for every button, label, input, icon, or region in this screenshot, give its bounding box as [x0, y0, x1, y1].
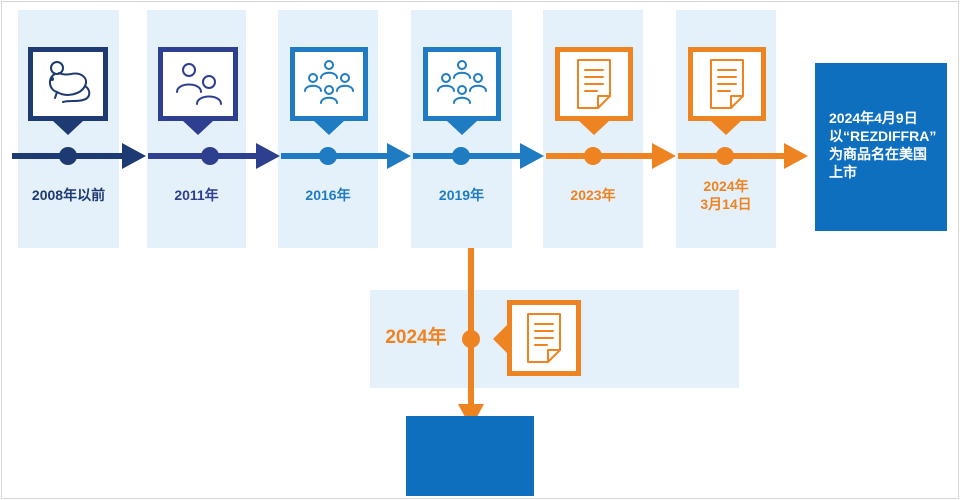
- card-pointer-2019: [447, 121, 477, 135]
- branch-arrow-line: [468, 248, 474, 406]
- milestone-card-2023: [555, 47, 633, 121]
- lab-rat-icon: [33, 52, 103, 116]
- group-people-icon: [428, 52, 496, 116]
- document-icon: [512, 305, 576, 371]
- milestone-card-2016: [290, 47, 368, 121]
- arrow-head-3: [387, 143, 411, 169]
- us-launch-box: 2024年4月9日 以“REZDIFFRA” 为商品名在美国 上市: [815, 63, 947, 231]
- milestone-label-2008: 2008年以前: [31, 187, 106, 203]
- milestone-card-2008: [28, 47, 108, 121]
- arrow-head-2: [256, 143, 280, 169]
- timeline-dot-2024-mar: [716, 147, 734, 165]
- arrow-head-1: [122, 143, 146, 169]
- arrow-head-6: [784, 143, 808, 169]
- milestone-label-2023: 2023年: [570, 187, 616, 203]
- us-launch-line-2: 以“REZDIFFRA”: [829, 128, 937, 144]
- card-pointer-2011: [183, 121, 213, 135]
- branch-label-2024: 2024年: [385, 327, 447, 348]
- timeline-dot-2011: [201, 147, 219, 165]
- us-launch-line-1: 2024年4月9日: [829, 110, 918, 126]
- milestone-label-2024-mar-year: 2024年: [703, 178, 749, 194]
- us-launch-line-3: 为商品名在美国: [829, 146, 927, 162]
- arrow-head-5: [652, 143, 676, 169]
- card-pointer-2024-mar: [711, 121, 741, 135]
- document-icon: [693, 52, 761, 116]
- branch-card-pointer: [493, 325, 507, 353]
- document-icon: [560, 52, 628, 116]
- milestone-label-2024-mar: 2024年 3月14日: [676, 177, 776, 213]
- two-people-icon: [163, 52, 233, 116]
- us-launch-line-4: 上市: [829, 164, 857, 180]
- group-people-icon: [295, 52, 363, 116]
- milestone-label-2011: 2011年: [174, 187, 219, 203]
- timeline-dot-2019: [452, 147, 470, 165]
- card-pointer-2016: [314, 121, 344, 135]
- milestone-label-2019: 2019年: [438, 187, 485, 203]
- branch-result-box: [406, 416, 534, 496]
- arrow-head-4: [520, 143, 544, 169]
- milestone-label-2024-mar-date: 3月14日: [700, 196, 752, 212]
- timeline-dot-2008: [59, 147, 77, 165]
- branch-card-2024: [507, 300, 581, 376]
- timeline-dot-2023: [584, 147, 602, 165]
- milestone-card-2019: [423, 47, 501, 121]
- card-pointer-2023: [579, 121, 609, 135]
- milestone-label-2016: 2016年: [305, 187, 351, 203]
- milestone-card-2024-mar: [688, 47, 766, 121]
- branch-dot-2024: [462, 330, 480, 348]
- milestone-card-2011: [158, 47, 238, 121]
- card-pointer-2008: [53, 121, 83, 135]
- timeline-dot-2016: [319, 147, 337, 165]
